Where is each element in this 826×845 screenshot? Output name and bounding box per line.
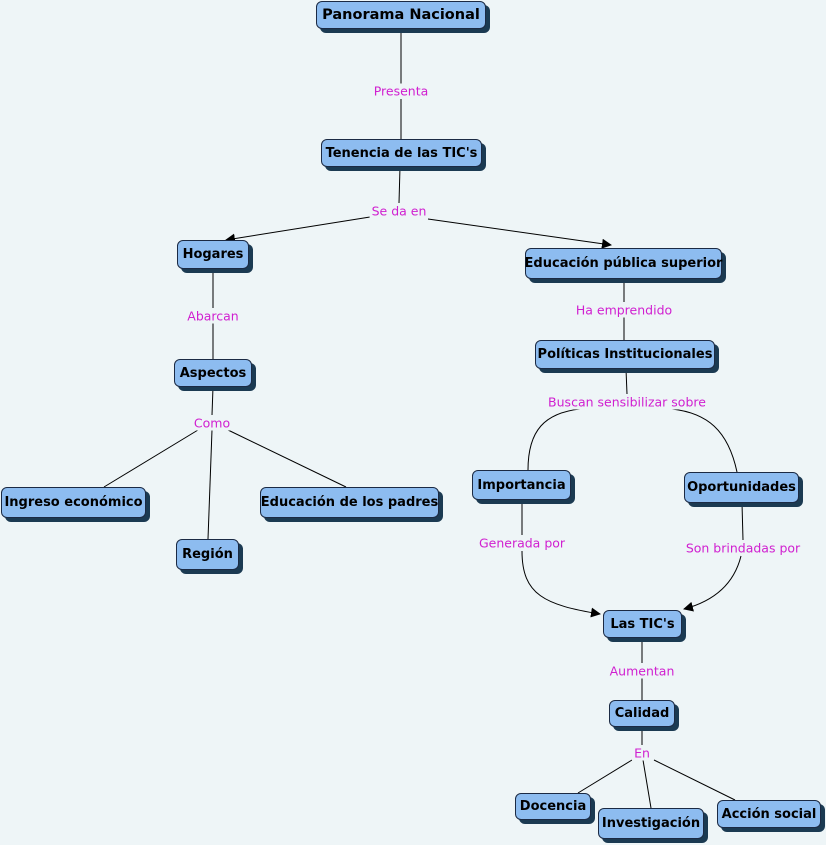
connector-como-region bbox=[207, 429, 213, 540]
concept-educacion-publica-superior[interactable]: Educación pública superior bbox=[525, 248, 722, 279]
concept-politicas-institucionales[interactable]: Políticas Institucionales bbox=[535, 340, 715, 369]
connector-en-accion bbox=[653, 759, 736, 801]
concept-region[interactable]: Región bbox=[176, 539, 239, 570]
link-label-como: Como bbox=[191, 415, 233, 431]
connector-como-ingreso bbox=[103, 429, 199, 488]
connector-como-padres bbox=[227, 429, 347, 488]
arrow-seda-hogares bbox=[225, 216, 371, 244]
link-label-se-da-en: Se da en bbox=[369, 203, 429, 219]
concept-ingreso-economico[interactable]: Ingreso económico bbox=[1, 487, 146, 518]
concept-accion-social[interactable]: Acción social bbox=[717, 800, 821, 828]
connector-tenencia-seda bbox=[398, 166, 401, 204]
concept-investigacion[interactable]: Investigación bbox=[598, 808, 704, 839]
link-label-son-brindadas-por: Son brindadas por bbox=[683, 540, 803, 556]
connector-buscan-oportunidades bbox=[671, 408, 738, 473]
link-label-presenta: Presenta bbox=[371, 83, 431, 99]
concept-oportunidades[interactable]: Oportunidades bbox=[684, 472, 799, 503]
link-label-en: En bbox=[632, 745, 652, 761]
link-label-buscan-sensibilizar: Buscan sensibilizar sobre bbox=[546, 394, 708, 410]
connector-buscan-importancia bbox=[527, 408, 581, 471]
concept-tenencia-tics[interactable]: Tenencia de las TIC's bbox=[321, 139, 482, 167]
arrow-son-tics bbox=[683, 555, 742, 612]
connector-en-docencia bbox=[577, 759, 633, 794]
connector-oportunidades-son bbox=[741, 502, 744, 541]
link-label-ha-emprendido: Ha emprendido bbox=[573, 302, 675, 318]
arrow-generada-tics bbox=[521, 550, 601, 618]
concept-panorama-nacional[interactable]: Panorama Nacional bbox=[316, 1, 486, 29]
concept-hogares[interactable]: Hogares bbox=[177, 240, 249, 269]
arrow-seda-educacion bbox=[427, 218, 612, 249]
connector-en-investigacion bbox=[642, 759, 652, 809]
connector-politicas-buscan bbox=[625, 368, 628, 395]
concept-importancia[interactable]: Importancia bbox=[472, 470, 571, 500]
link-label-aumentan: Aumentan bbox=[607, 663, 677, 679]
concept-calidad[interactable]: Calidad bbox=[609, 700, 675, 727]
connector-aspectos-como bbox=[211, 386, 214, 416]
concept-aspectos[interactable]: Aspectos bbox=[174, 359, 252, 387]
link-label-abarcan: Abarcan bbox=[185, 308, 241, 324]
concept-las-tics[interactable]: Las TIC's bbox=[603, 610, 682, 638]
link-label-generada-por: Generada por bbox=[476, 535, 568, 551]
concept-educacion-padres[interactable]: Educación de los padres bbox=[260, 487, 439, 518]
concept-docencia[interactable]: Docencia bbox=[515, 793, 591, 820]
